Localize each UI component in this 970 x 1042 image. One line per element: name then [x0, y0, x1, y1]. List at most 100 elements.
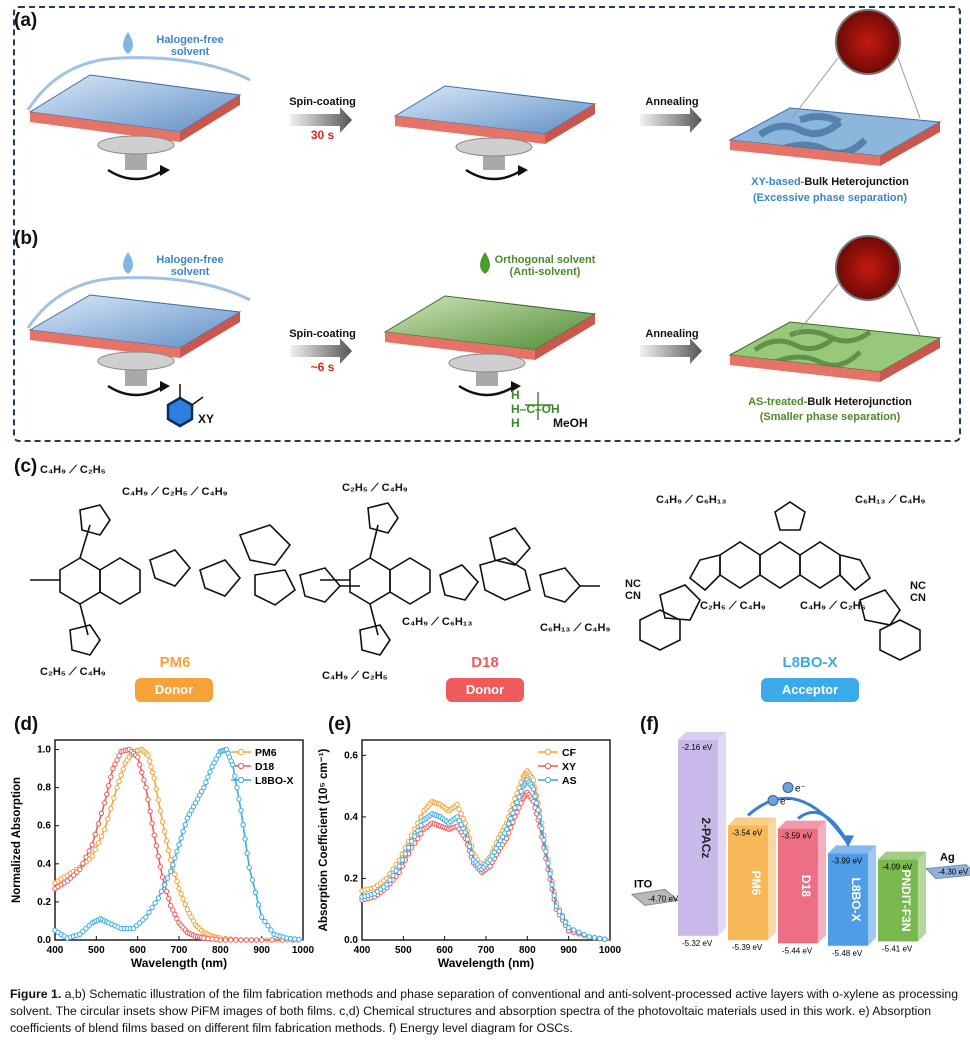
spin-time-b: ~6 s — [310, 360, 335, 374]
caption-lead: Figure 1. — [10, 987, 62, 1001]
data-point — [462, 829, 468, 836]
data-point — [238, 807, 244, 814]
data-point — [114, 757, 120, 763]
energy-bar-pm6 — [728, 825, 768, 941]
legend-label: L8BO-X — [255, 775, 294, 787]
data-point — [518, 788, 524, 795]
data-point — [163, 838, 170, 844]
legend-marker — [544, 762, 552, 770]
data-point — [172, 871, 178, 878]
data-point — [180, 896, 186, 902]
data-point — [535, 807, 541, 813]
data-point — [116, 753, 122, 759]
data-point — [83, 854, 89, 860]
electron-label: e⁻ — [795, 783, 806, 794]
legend-marker — [237, 776, 245, 784]
data-point — [207, 769, 213, 775]
data-point — [399, 857, 405, 863]
data-point — [112, 761, 118, 767]
data-point — [415, 828, 421, 834]
data-point — [155, 895, 162, 901]
data-point — [253, 937, 260, 943]
data-point — [530, 786, 537, 792]
legend-marker — [237, 762, 245, 770]
data-point — [89, 842, 95, 848]
x-tick-label: 700 — [478, 945, 495, 956]
caption-text: a,b) Schematic illustration of the film … — [10, 987, 959, 1035]
data-point — [265, 923, 271, 929]
result-note-b: (Smaller phase separation) — [759, 411, 901, 423]
data-point — [217, 937, 224, 943]
result-suffix-a: Bulk Heterojunction — [804, 176, 909, 188]
data-point — [166, 895, 172, 902]
y-tick-label: 0.6 — [344, 750, 358, 761]
lumo-level: -3.59 eV — [782, 832, 813, 841]
data-point — [139, 769, 145, 776]
schematic-frame — [13, 6, 961, 442]
data-point — [390, 872, 396, 879]
x-tick-label: 900 — [253, 945, 270, 956]
legend-label: CF — [562, 747, 577, 759]
data-point — [248, 937, 255, 943]
data-point — [387, 877, 393, 883]
result-note-a: (Excessive phase separation) — [752, 192, 908, 204]
data-point — [262, 918, 268, 925]
x-tick-label: 600 — [436, 945, 453, 956]
substrate-b2 — [383, 295, 597, 420]
panel-f-label: (f) — [640, 714, 659, 735]
x-axis-label: Wavelength (nm) — [438, 956, 534, 970]
schematic-illustration — [26, 9, 942, 428]
data-point — [182, 822, 188, 828]
spin-coating-label-a: Spin-coating — [289, 96, 356, 108]
data-point — [147, 808, 153, 815]
data-point — [182, 901, 188, 908]
spin-time-a: 30 s — [310, 128, 335, 142]
legend-label: XY — [562, 761, 576, 773]
data-point — [101, 800, 108, 806]
ag-electrode — [924, 864, 970, 880]
x-tick-label: 400 — [47, 945, 64, 956]
result-title-b: AS-treated-Bulk Heterojunction — [720, 396, 940, 408]
l8bo-sidechain-core-right: C₄H₉ ⟋ C₂H₅ — [800, 600, 866, 612]
x-tick-label: 500 — [88, 945, 105, 956]
data-point — [228, 937, 234, 943]
y-tick-label: 0.4 — [37, 859, 51, 870]
data-point — [466, 843, 473, 849]
data-point — [418, 831, 424, 837]
data-point — [602, 936, 608, 942]
lumo-level: -4.09 eV — [882, 863, 913, 872]
data-point — [205, 774, 211, 780]
bar-side-face — [818, 820, 826, 944]
data-point — [174, 848, 180, 855]
molecule-role-pm6: Donor — [135, 678, 213, 702]
series-line-cf — [361, 769, 611, 941]
energy-bar-pndit-f3n — [878, 859, 918, 942]
data-point — [255, 902, 262, 908]
data-point — [155, 797, 162, 803]
bar-top-face — [778, 820, 826, 829]
data-point — [233, 937, 239, 943]
data-point — [98, 833, 105, 839]
x-tick-label: 800 — [212, 945, 229, 956]
data-point — [405, 845, 412, 851]
data-point — [108, 805, 114, 812]
substrate-a3 — [728, 9, 942, 166]
data-point — [110, 765, 116, 772]
data-point — [92, 831, 99, 838]
data-point — [489, 853, 495, 859]
d18-sidechain-top: C₂H₅ ⟋ C₄H₉ — [342, 482, 408, 494]
data-point — [408, 838, 415, 845]
data-point — [168, 903, 174, 909]
data-point — [249, 877, 256, 883]
data-point — [539, 825, 545, 832]
data-point — [458, 821, 464, 828]
bar-top-face — [678, 731, 726, 740]
data-point — [268, 927, 274, 933]
bar-side-face — [718, 731, 726, 936]
data-point — [458, 811, 464, 817]
halogen-free-solvent-label-a: Halogen-free solvent — [156, 34, 224, 58]
x-tick-label: 600 — [129, 945, 146, 956]
methanol-label: MeOH — [553, 416, 588, 430]
data-point — [508, 815, 514, 822]
